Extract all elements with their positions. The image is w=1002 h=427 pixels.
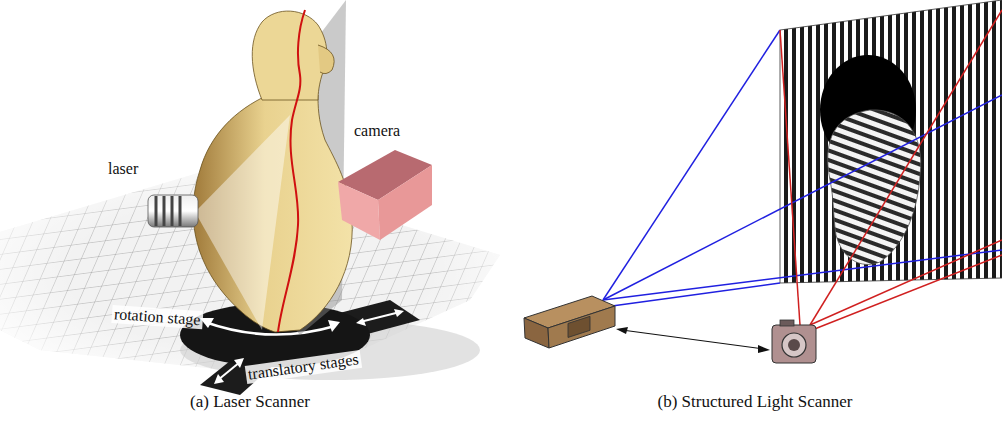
- projector-rays: [603, 30, 1002, 306]
- projection-screen: [780, 0, 1002, 283]
- camera-rays: [780, 10, 1002, 330]
- part-label: camera: [352, 122, 402, 140]
- camera-body: [338, 182, 380, 240]
- laser-line: [278, 10, 305, 332]
- subfigure-caption: (b) Structured Light Scanner: [658, 393, 853, 412]
- subfigure-caption: (a) Laser Scanner: [190, 393, 310, 412]
- camera-device: [772, 325, 816, 363]
- baseline-arrow: [622, 330, 764, 349]
- laser-fan: [195, 115, 290, 330]
- head-model: [828, 110, 921, 265]
- laser-device: [148, 195, 198, 227]
- bust-body: [193, 95, 352, 332]
- bust-head: [252, 11, 327, 100]
- part-label: laser: [106, 160, 140, 178]
- camera-body: [378, 165, 432, 240]
